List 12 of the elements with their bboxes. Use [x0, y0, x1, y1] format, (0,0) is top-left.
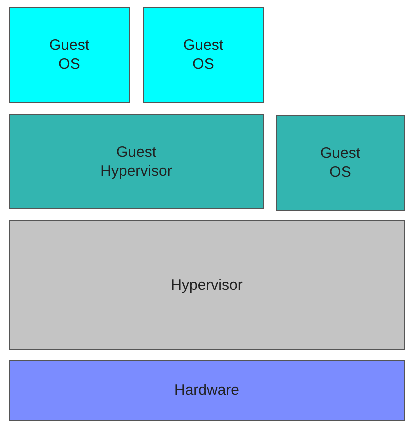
layer-label: Guest OS [182, 36, 225, 74]
layer-box [9, 114, 264, 209]
layer-label: Guest OS [48, 36, 91, 74]
layer-box [9, 7, 130, 103]
layer-box [9, 220, 405, 350]
layer-box [276, 115, 405, 211]
layer-box [9, 360, 405, 421]
layer-label: Hypervisor [171, 276, 243, 294]
layer-label: Guest OS [319, 144, 362, 182]
layer-box [143, 7, 264, 103]
layer-label: Guest Hypervisor [100, 142, 174, 180]
layer-label: Hardware [174, 381, 240, 400]
